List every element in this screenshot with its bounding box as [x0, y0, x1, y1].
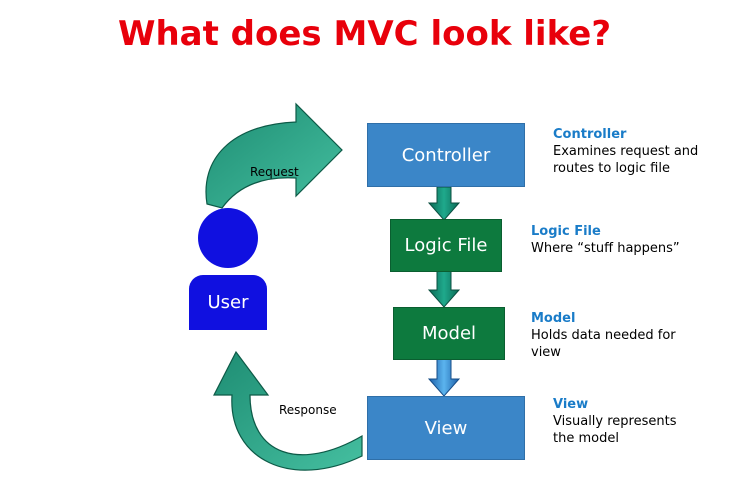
logic-file-label: Logic File: [404, 235, 488, 256]
request-label: Request: [250, 165, 299, 179]
model-node: Model: [393, 307, 505, 360]
controller-description-text: Examines request and routes to logic fil…: [553, 144, 699, 176]
view-node: View: [367, 396, 525, 460]
model-description-heading: Model: [531, 311, 576, 326]
controller-label: Controller: [401, 144, 491, 166]
controller-description: Controller Examines request and routes t…: [553, 126, 723, 177]
arrow-logic-to-model: [427, 270, 461, 308]
view-label: View: [424, 417, 468, 439]
arrow-controller-to-logic: [427, 186, 461, 221]
logic-file-description-text: Where “stuff happens”: [531, 241, 680, 256]
page-title: What does MVC look like?: [117, 14, 612, 54]
view-description-heading: View: [553, 397, 589, 412]
controller-node: Controller: [367, 123, 525, 187]
model-label: Model: [421, 323, 477, 344]
response-arrow: [213, 350, 363, 471]
response-label: Response: [279, 403, 337, 417]
controller-description-heading: Controller: [553, 127, 627, 142]
logic-file-node: Logic File: [390, 219, 502, 272]
user-node: User: [189, 275, 267, 330]
model-description: Model Holds data needed for view: [531, 310, 721, 361]
request-arrow: [205, 102, 343, 209]
logic-file-description-heading: Logic File: [531, 224, 601, 239]
model-description-text: Holds data needed for view: [531, 328, 676, 360]
user-label: User: [207, 292, 249, 313]
user-head-icon: [198, 208, 258, 268]
arrow-model-to-view: [427, 358, 461, 397]
view-description-text: Visually represents the model: [553, 414, 677, 446]
logic-file-description: Logic File Where “stuff happens”: [531, 223, 721, 257]
view-description: View Visually represents the model: [553, 396, 723, 447]
